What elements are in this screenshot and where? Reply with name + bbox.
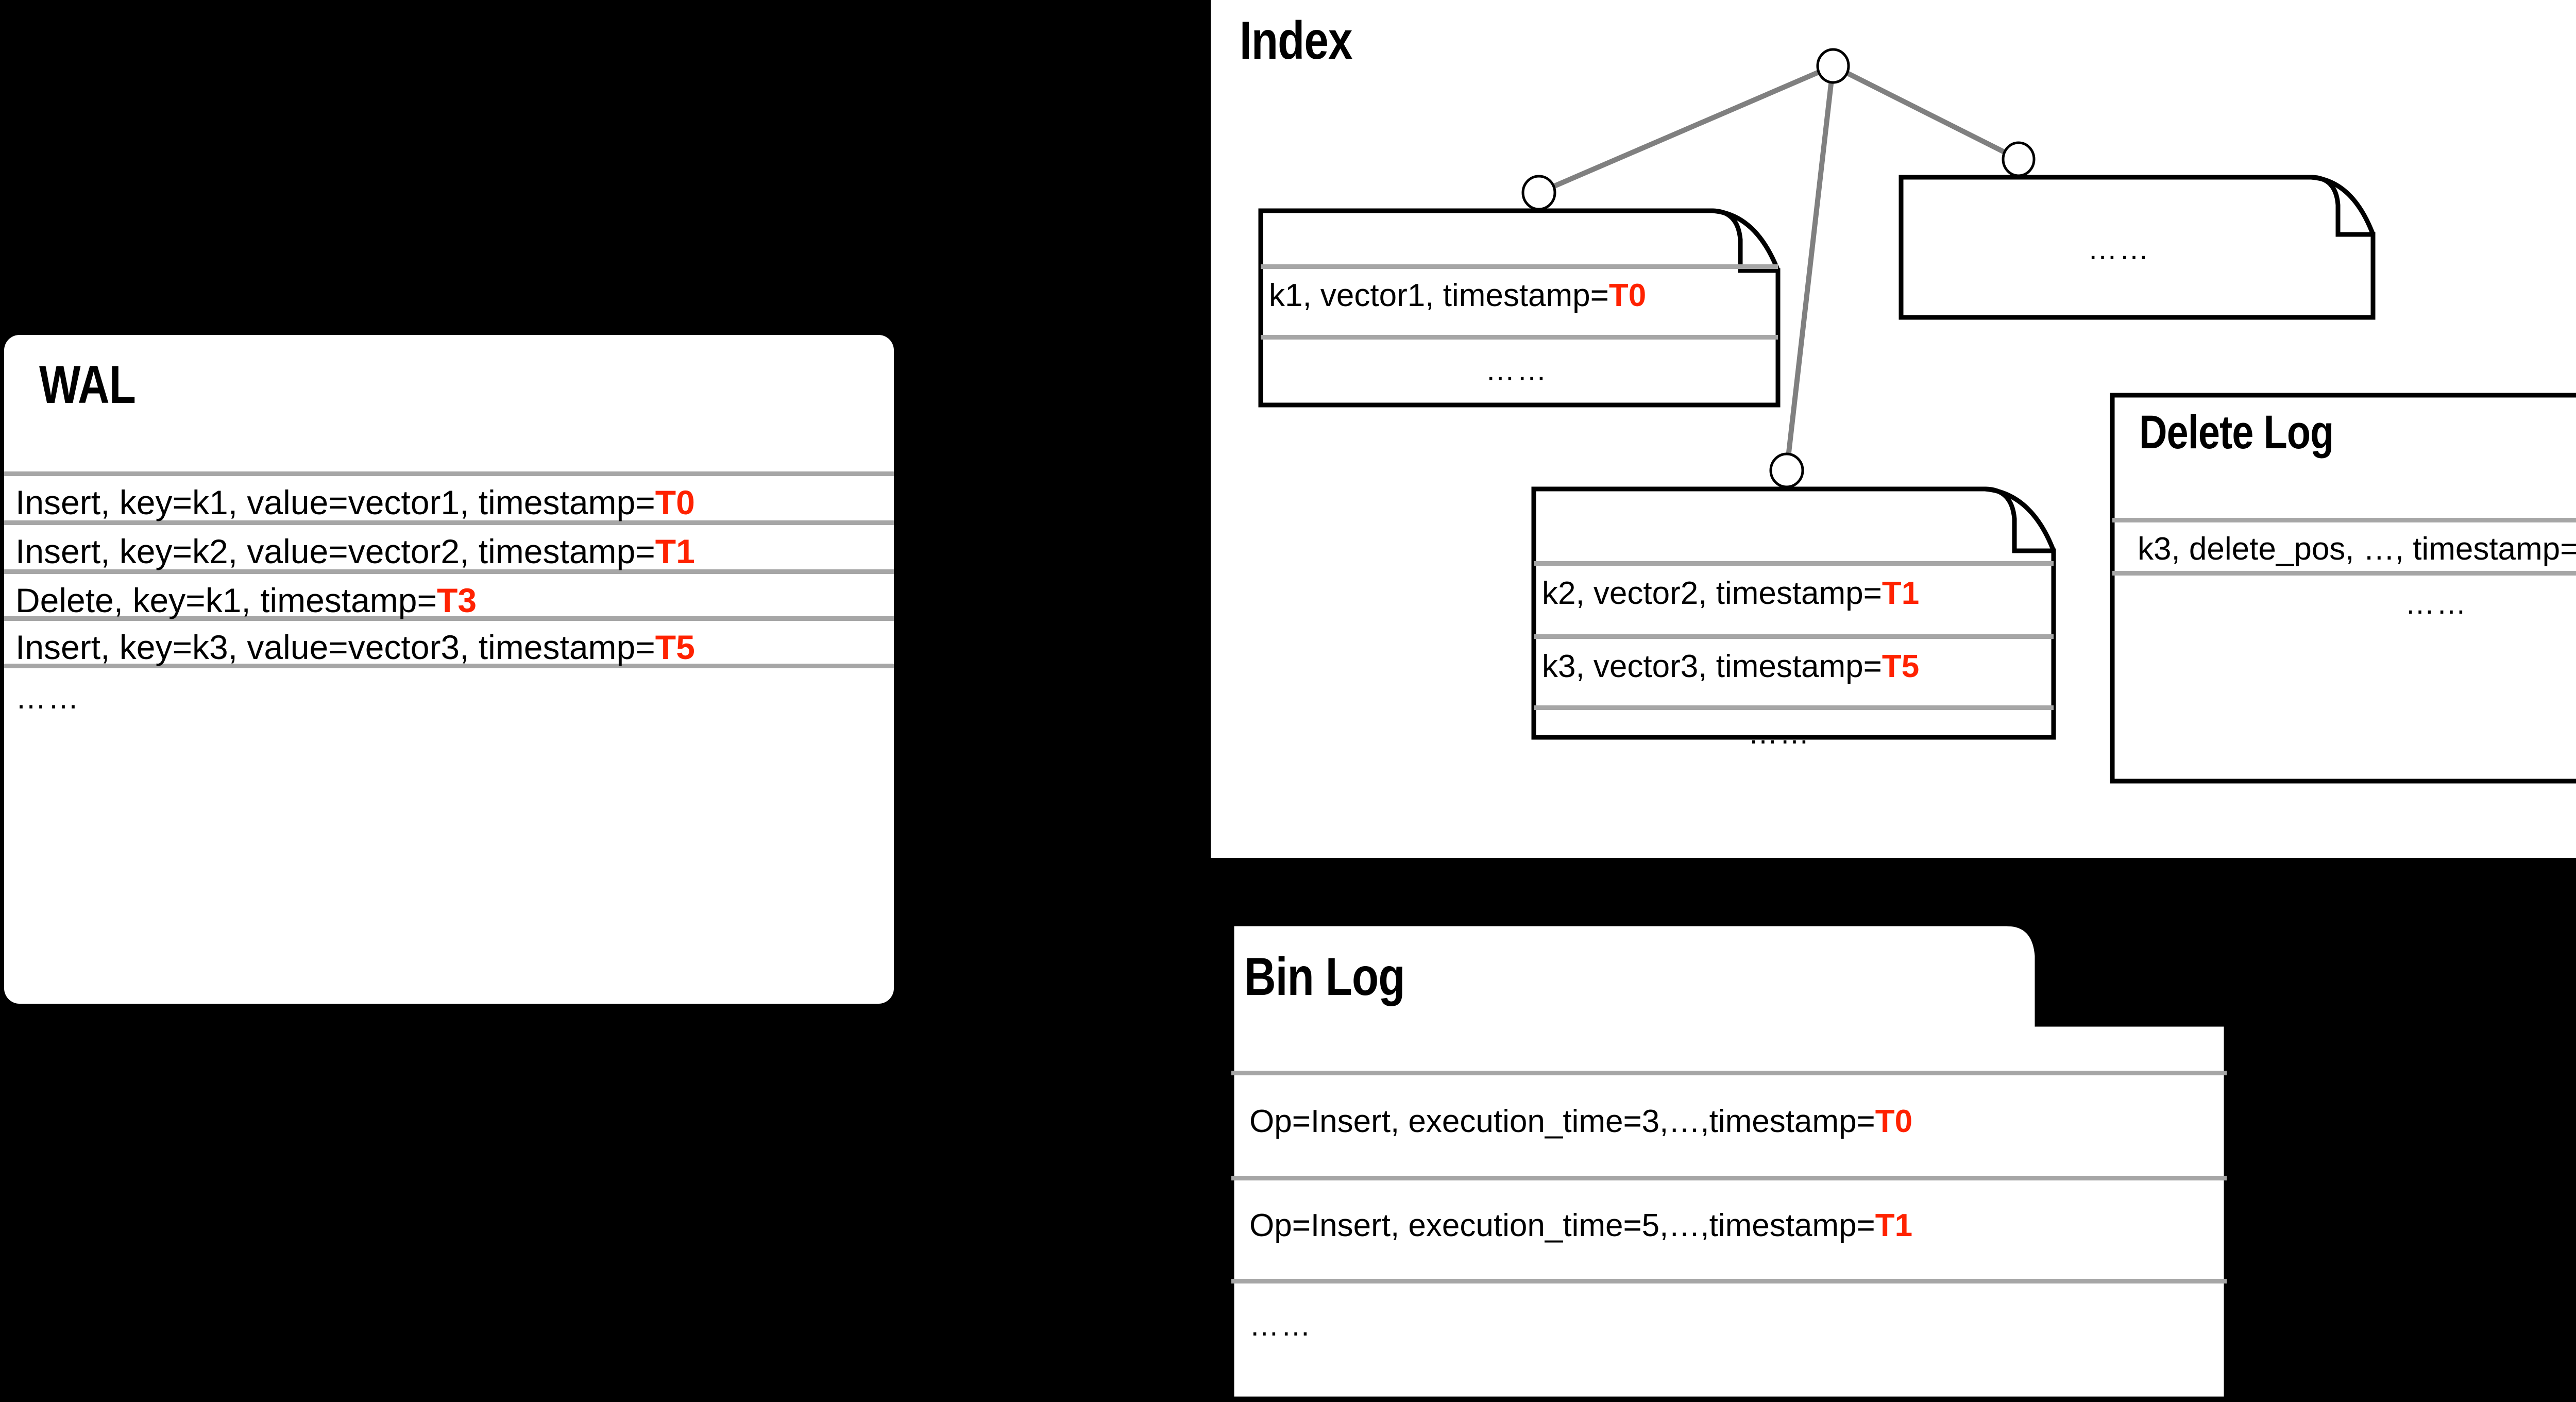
folded-corner-shape <box>1531 486 2056 740</box>
bin-log-title: Bin Log <box>1244 947 1405 1007</box>
leaf-k2k3-row-timestamp: T1 <box>1882 576 1920 611</box>
folded-corner-flap <box>2311 175 2376 235</box>
leaf-k1-row-timestamp: T0 <box>1608 278 1647 313</box>
leaf-k2k3-row: k2, vector2, timestamp=T1 <box>1542 578 1919 610</box>
wal-rule-1 <box>4 520 894 525</box>
wal-row: Insert, key=k3, value=vector3, timestamp… <box>15 630 695 664</box>
leaf-k2k3-row-timestamp: T5 <box>1882 649 1920 684</box>
delete-log-rule-1 <box>2112 571 2576 576</box>
tree-edge-root-left <box>1538 63 1834 195</box>
leaf-k1-rule-0 <box>1261 264 1778 269</box>
tree-edge-root-right <box>1832 63 2020 162</box>
tree-edge-root-middle <box>1784 65 1836 471</box>
wal-row-text: Delete, key=k1, timestamp= <box>15 581 437 619</box>
bin-log-row: Op=Insert, execution_time=5,…,timestamp=… <box>1249 1210 1912 1242</box>
index-leaf-right: …… <box>1899 175 2376 320</box>
wal-row: Insert, key=k2, value=vector2, timestamp… <box>15 534 695 568</box>
wal-row-text: Insert, key=k1, value=vector1, timestamp… <box>15 483 655 521</box>
bin-log-row-text: Op=Insert, execution_time=5,…,timestamp= <box>1249 1208 1875 1243</box>
index-title: Index <box>1240 11 1352 71</box>
wal-rule-3 <box>4 616 894 621</box>
tree-node-child-right <box>2002 141 2036 177</box>
delete-log-title: Delete Log <box>2139 406 2334 459</box>
folded-corner-flap <box>1711 208 1781 272</box>
wal-row-timestamp: T5 <box>655 628 695 666</box>
leaf-k1-row: k1, vector1, timestamp=T0 <box>1269 280 1646 312</box>
wal-rule-4 <box>4 664 894 668</box>
delete-log-row: k3, delete_pos, …, timestamp=T3 <box>2138 533 2576 565</box>
delete-log-row-text: k3, delete_pos, …, timestamp= <box>2138 531 2576 567</box>
wal-row-timestamp: T3 <box>437 581 477 619</box>
bin-log-row-timestamp: T1 <box>1875 1208 1913 1243</box>
leaf-right-row-ellipsis: …… <box>2088 232 2150 266</box>
tree-node-child-left <box>1521 175 1556 211</box>
wal-rule-2 <box>4 569 894 574</box>
bin-log-rule-0 <box>1231 1071 2227 1075</box>
folded-corner-shape <box>2110 393 2576 784</box>
wal-row: Insert, key=k1, value=vector1, timestamp… <box>15 485 695 519</box>
leaf-k2k3-rule-0 <box>1534 561 2054 566</box>
wal-row-text: Insert, key=k3, value=vector3, timestamp… <box>15 628 655 666</box>
leaf-k2k3-row: k3, vector3, timestamp=T5 <box>1542 651 1919 683</box>
index-leaf-k1: k1, vector1, timestamp=T0 …… <box>1258 208 1781 408</box>
folded-corner-flap <box>2006 920 2229 1025</box>
wal-panel: WAL Insert, key=k1, value=vector1, times… <box>4 335 894 1004</box>
leaf-k2k3-row-text: k2, vector2, timestamp= <box>1542 576 1882 611</box>
index-panel: Index k1, vector1, ti <box>1211 0 2576 858</box>
bin-log-row-text: Op=Insert, execution_time=3,…,timestamp= <box>1249 1104 1875 1139</box>
bin-log-row: Op=Insert, execution_time=3,…,timestamp=… <box>1249 1106 1912 1138</box>
leaf-k1-rule-1 <box>1261 335 1778 340</box>
index-leaf-k2k3: k2, vector2, timestamp=T1 k3, vector3, t… <box>1531 486 2056 750</box>
wal-row-timestamp: T0 <box>655 483 695 521</box>
wal-row: Delete, key=k1, timestamp=T3 <box>15 583 477 617</box>
tree-node-child-middle <box>1769 452 1804 488</box>
delete-log-rule-0 <box>2112 518 2576 522</box>
delete-log-panel: Delete Log k3, delete_pos, …, timestamp=… <box>2110 393 2576 784</box>
bin-log-row-ellipsis: …… <box>1249 1309 1312 1342</box>
leaf-k2k3-rule-2 <box>1534 705 2054 710</box>
leaf-k2k3-row-text: k3, vector3, timestamp= <box>1542 649 1882 684</box>
wal-title: WAL <box>39 355 136 415</box>
bin-log-panel: Bin Log Op=Insert, execution_time=3,…,ti… <box>1228 920 2230 1402</box>
wal-rule-0 <box>4 471 894 476</box>
wal-row-timestamp: T1 <box>655 532 695 570</box>
leaf-k1-row-text: k1, vector1, timestamp= <box>1269 278 1609 313</box>
leaf-k2k3-row-ellipsis: …… <box>1748 717 1811 750</box>
delete-log-row-ellipsis: …… <box>2405 587 2468 620</box>
leaf-k1-row-ellipsis: …… <box>1485 353 1548 387</box>
bin-log-rule-1 <box>1231 1176 2227 1180</box>
bin-log-rule-2 <box>1231 1279 2227 1283</box>
wal-row-text: Insert, key=k2, value=vector2, timestamp… <box>15 532 655 570</box>
bin-log-row-timestamp: T0 <box>1875 1104 1913 1139</box>
folded-corner-flap <box>1985 486 2056 552</box>
leaf-k2k3-rule-1 <box>1534 634 2054 639</box>
tree-node-root <box>1816 48 1850 84</box>
wal-row-ellipsis: …… <box>15 681 80 715</box>
